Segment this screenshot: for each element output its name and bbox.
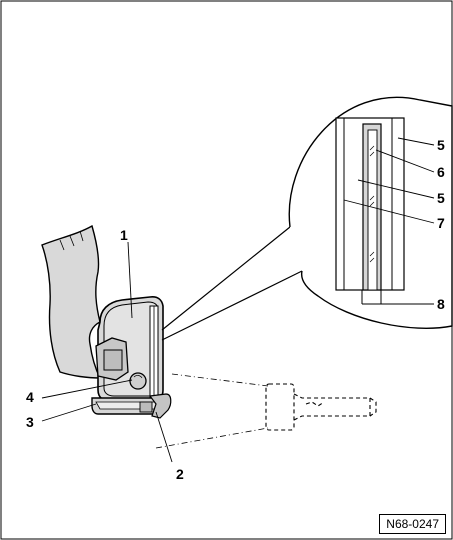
retaining-clip (148, 393, 172, 419)
callout-5-top: 5 (437, 137, 445, 153)
figure-reference-code: N68-0247 (379, 514, 446, 534)
callout-8: 8 (437, 296, 445, 312)
leader-lines (41, 137, 435, 463)
callout-7: 7 (437, 215, 445, 231)
tool-outline-dashed (265, 383, 377, 431)
sleeve-shape (41, 224, 102, 379)
magnified-profile (335, 117, 405, 304)
callout-5-middle: 5 (437, 190, 445, 206)
callout-6: 6 (437, 164, 445, 180)
callout-2: 2 (176, 466, 184, 482)
callout-1: 1 (120, 227, 128, 243)
callout-3: 3 (26, 414, 34, 430)
callout-4: 4 (26, 389, 34, 405)
